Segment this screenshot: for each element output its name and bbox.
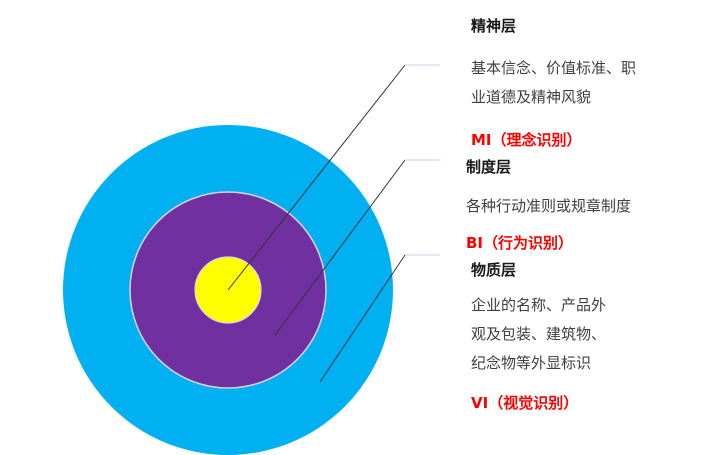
layer-desc-spirit-line2: 业道德及精神风貌 <box>471 88 592 106</box>
leader-line-system <box>274 159 406 336</box>
layer-desc-system-line1: 各种行动准则或规章制度 <box>466 197 632 215</box>
layer-title-system: 制度层 <box>466 158 512 176</box>
leader-line-material <box>319 254 406 383</box>
layer-tag-vi: VI（视觉识别） <box>471 394 579 412</box>
layer-desc-material-line2: 观及包装、建筑物、 <box>471 325 607 343</box>
leader-line-spirit <box>227 64 406 291</box>
layer-desc-material-line3: 纪念物等外显标识 <box>471 354 592 372</box>
layer-tag-mi: MI（理念识别） <box>471 131 582 149</box>
layer-title-spirit: 精神层 <box>471 17 517 35</box>
layer-title-material: 物质层 <box>471 261 517 279</box>
layer-tag-bi: BI（行为识别） <box>466 234 574 252</box>
layer-desc-material-line1: 企业的名称、产品外 <box>471 296 607 314</box>
layer-desc-spirit-line1: 基本信念、价值标准、职 <box>471 59 637 77</box>
